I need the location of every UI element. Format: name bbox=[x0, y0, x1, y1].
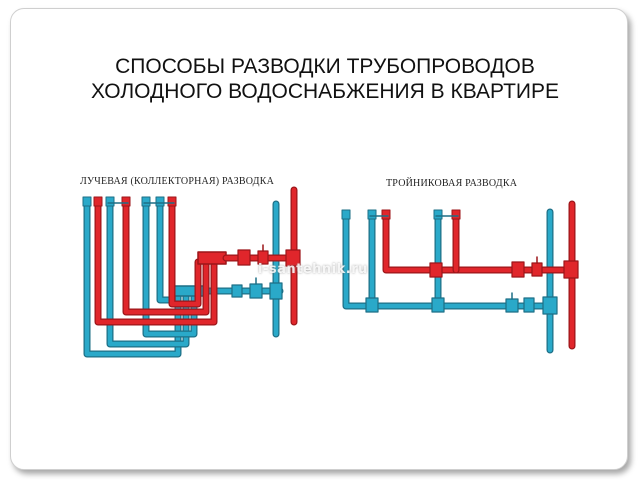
tee-hot-pipes bbox=[382, 200, 579, 350]
tee-cold-pipes bbox=[342, 208, 558, 354]
collector-wiring-caption: ЛУЧЕВАЯ (КОЛЛЕКТОРНАЯ) РАЗВОДКА bbox=[80, 176, 274, 187]
collector-outlet-caps bbox=[82, 196, 177, 207]
collector-cold-pipes bbox=[83, 196, 284, 358]
tee-outlet-caps bbox=[341, 209, 461, 220]
collector-hot-pipes bbox=[94, 186, 301, 326]
tee-wiring-caption: ТРОЙНИКОВАЯ РАЗВОДКА bbox=[386, 178, 518, 189]
watermark-text: i-santehnik.ru bbox=[258, 262, 368, 277]
slide-title: СПОСОБЫ РАЗВОДКИ ТРУБОПРОВОДОВ ХОЛОДНОГО… bbox=[90, 55, 560, 103]
tee-scheme bbox=[341, 200, 579, 354]
plumbing-diagram bbox=[82, 186, 579, 358]
collector-scheme bbox=[82, 186, 301, 358]
